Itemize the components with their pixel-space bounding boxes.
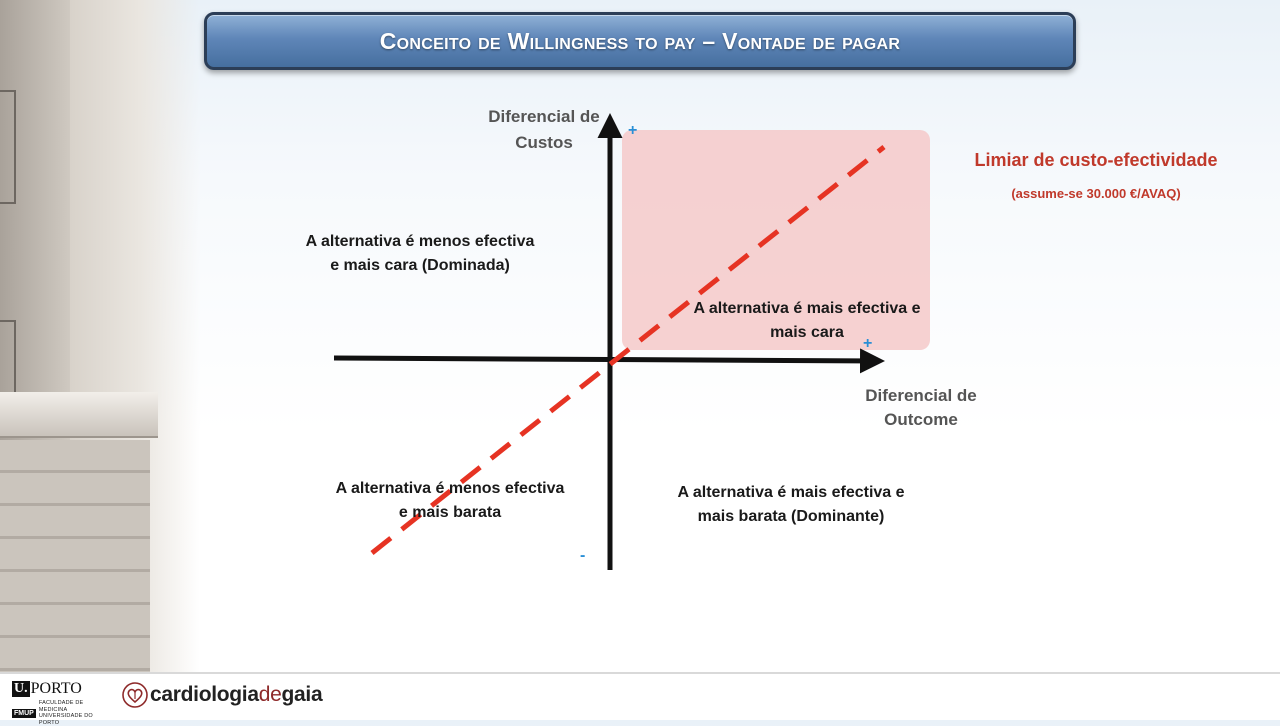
- brand-text-part: de: [258, 683, 282, 706]
- uporto-logo-name: PORTO: [30, 680, 82, 697]
- y-axis-label-line: Diferencial de: [488, 107, 600, 126]
- plus-sign-y: +: [628, 122, 638, 139]
- fmup-badge: FMUP: [12, 708, 36, 718]
- balcony-rail: [0, 90, 16, 204]
- y-axis-label-line: Custos: [515, 133, 573, 152]
- quadrant-label-line: mais barata (Dominante): [697, 508, 885, 525]
- slide-title: Conceito de Willingness to pay – Vontade…: [379, 27, 901, 54]
- background-building: [0, 0, 200, 672]
- quadrant-top-left-label: A alternativa é menos efectiva e mais ca…: [280, 230, 560, 278]
- quadrant-label-line: A alternativa é mais efectiva e: [677, 484, 905, 501]
- quadrant-label-line: A alternativa é mais efectiva e: [693, 300, 921, 317]
- building-ledge: [0, 392, 158, 438]
- cardiologia-de-gaia-logo: cardiologiadegaia: [150, 682, 323, 708]
- uporto-logo-mark: U.: [12, 681, 30, 697]
- quadrant-bottom-right-label: A alternativa é mais efectiva e mais bar…: [656, 481, 926, 529]
- highlight-region: [622, 130, 930, 350]
- threshold-line: [370, 145, 886, 555]
- uporto-logo: U. PORTO FMUP FACULDADE DE MEDICINA UNIV…: [12, 680, 108, 726]
- brand-text-part: cardiologia: [150, 683, 259, 706]
- x-axis-label: Diferencial de Outcome: [846, 384, 996, 432]
- quadrant-label-line: e mais barata: [398, 504, 502, 521]
- quadrant-label-line: A alternativa é menos efectiva: [335, 480, 565, 497]
- quadrant-label-line: e mais cara (Dominada): [330, 257, 510, 274]
- title-banner: Conceito de Willingness to pay – Vontade…: [204, 12, 1076, 70]
- footer: U. PORTO FMUP FACULDADE DE MEDICINA UNIV…: [0, 672, 1280, 726]
- faculty-name-line: FACULDADE DE MEDICINA: [38, 700, 84, 713]
- building-bricks: [0, 440, 150, 672]
- x-axis: [333, 348, 885, 374]
- y-axis-label: Diferencial de Custos: [470, 104, 618, 156]
- brand-text-part: gaia: [281, 683, 323, 706]
- x-axis-label-line: Diferencial de: [865, 386, 977, 405]
- heart-icon: [122, 682, 148, 708]
- minus-sign: -: [580, 547, 586, 564]
- quadrant-top-right-label: A alternativa é mais efectiva e mais car…: [672, 297, 942, 345]
- x-axis-label-line: Outcome: [884, 410, 958, 429]
- plus-sign-x: +: [863, 335, 873, 352]
- threshold-title: Limiar de custo-efectividade: [974, 150, 1218, 170]
- faculty-name: FACULDADE DE MEDICINA UNIVERSIDADE DO PO…: [39, 700, 108, 726]
- quadrant-label-line: A alternativa é menos efectiva: [305, 233, 535, 250]
- quadrant-label-line: mais cara: [770, 324, 844, 341]
- threshold-subtitle: (assume-se 30.000 €/AVAQ): [1011, 186, 1181, 201]
- quadrant-bottom-left-label: A alternativa é menos efectiva e mais ba…: [310, 477, 590, 525]
